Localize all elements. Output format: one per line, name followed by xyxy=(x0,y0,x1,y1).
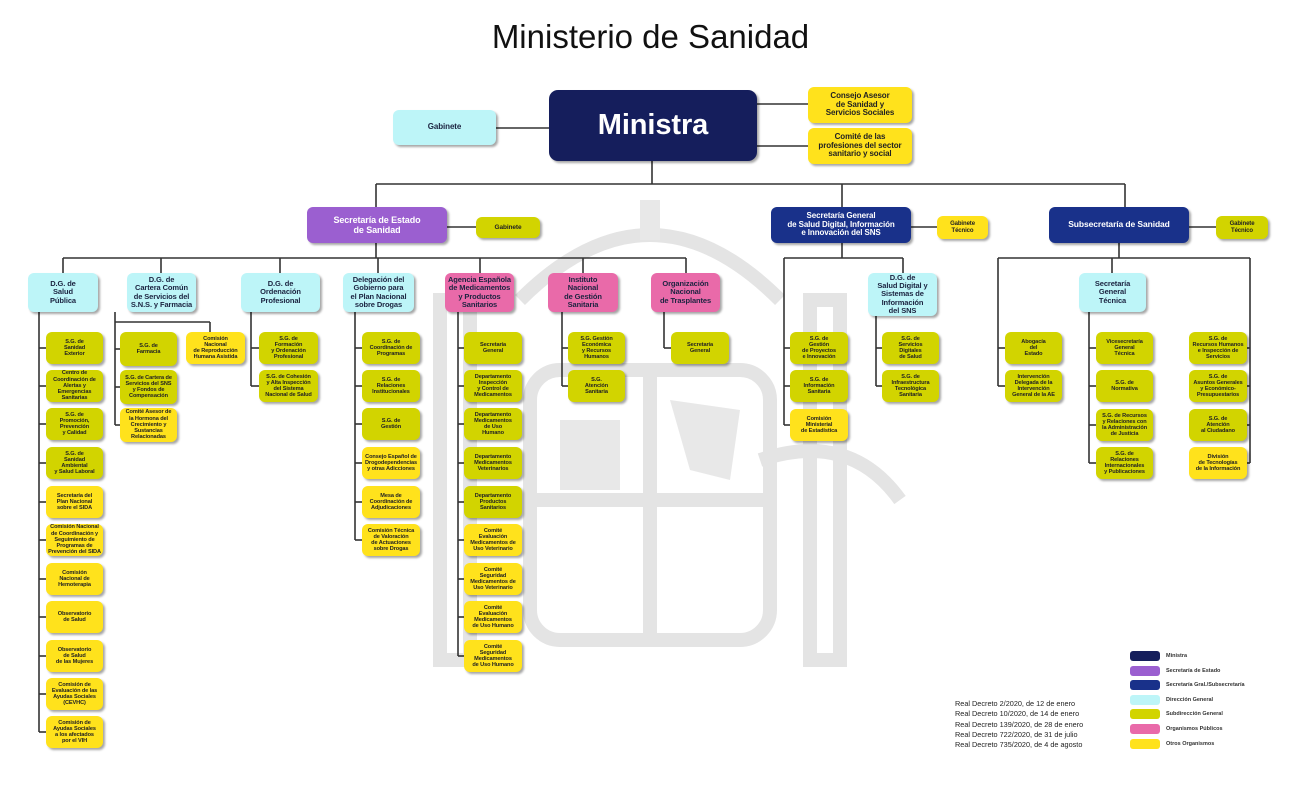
unit-box: Intervención Delegada de la Intervención… xyxy=(1005,370,1062,402)
unit-box: S.G. de Coordinación de Programas xyxy=(362,332,420,364)
unit-box: S.G. Atención Sanitaria xyxy=(568,370,625,402)
gabinete-box: Gabinete xyxy=(393,110,496,145)
unit-box: Comisión Ministerial de Estadística xyxy=(790,409,848,441)
unit-box: Departamento Medicamentos de Uso Humano xyxy=(464,408,522,440)
unit-box: Comisión Nacional de Reproducción Humana… xyxy=(186,332,245,364)
unit-box: S.G. de Cartera de Servicios del SNS y F… xyxy=(120,370,177,404)
legend-swatch xyxy=(1130,680,1160,691)
unit-box: S.G. de Gestión xyxy=(362,408,420,440)
unit-box: S.G. de Servicios Digitales de Salud xyxy=(882,332,939,364)
unit-box: Observatorio de Salud xyxy=(46,601,103,633)
unit-box: Vicesecretaría General Técnica xyxy=(1096,332,1153,364)
legend-swatch xyxy=(1130,665,1160,676)
unit-box: Comisión Técnica de Valoración de Actuac… xyxy=(362,524,420,556)
legend-label: Secretaría de Estado xyxy=(1166,667,1221,674)
unit-box: S.G. de Promoción, Prevención y Calidad xyxy=(46,408,103,440)
legend-label: Organismos Públicos xyxy=(1166,726,1223,732)
unit-box: Departamento Productos Sanitarios xyxy=(464,486,522,518)
consejo-asesor-box: Consejo Asesor de Sanidad y Servicios So… xyxy=(808,87,912,123)
secretaria-estado-box: Secretaría de Estado de Sanidad xyxy=(307,207,447,243)
direccion-general-box: Organización Nacional de Trasplantes xyxy=(651,273,720,312)
direccion-general-box: Instituto Nacional de Gestión Sanitaria xyxy=(548,273,618,312)
unit-box: S.G. Gestión Económica y Recursos Humano… xyxy=(568,332,625,364)
unit-box: S.G. de Sanidad Exterior xyxy=(46,332,103,364)
unit-box: S.G. de Formación y Ordenación Profesion… xyxy=(259,332,318,364)
secretaria-general-tecnica-box: Secretaría General Técnica xyxy=(1079,273,1146,312)
unit-box: S.G. de Cohesión y Alta Inspección del S… xyxy=(259,370,318,402)
secretaria-general-digital-box: Secretaría General de Salud Digital, Inf… xyxy=(771,207,911,243)
unit-box: S.G. de Normativa xyxy=(1096,370,1153,402)
ministra-box: Ministra xyxy=(549,90,757,161)
unit-box: Comité Asesor de la Hormona del Crecimie… xyxy=(120,408,177,442)
legend-label: Dirección General xyxy=(1166,696,1214,703)
unit-box: Observatorio de Salud de las Mujeres xyxy=(46,640,103,672)
unit-box: Mesa de Coordinación de Adjudicaciones xyxy=(362,486,420,518)
unit-box: Comisión de Evaluación de las Ayudas Soc… xyxy=(46,678,103,710)
unit-box: S.G. de Recursos y Relaciones con la Adm… xyxy=(1096,409,1153,441)
decree-item: Real Decreto 722/2020, de 31 de julio xyxy=(955,729,1078,739)
decree-item: Real Decreto 139/2020, de 28 de enero xyxy=(955,719,1084,729)
unit-box: S.G. de Gestión de Proyectos e Innovació… xyxy=(790,332,848,364)
subsecretaria-box: Subsecretaría de Sanidad xyxy=(1049,207,1189,243)
direccion-general-box: D.G. de Salud Pública xyxy=(28,273,98,312)
unit-box: Centro de Coordinación de Alertas y Emer… xyxy=(46,370,103,402)
gabinete-estado-box: Gabinete xyxy=(476,217,540,238)
unit-box: Comité Seguridad Medicamentos de Uso Vet… xyxy=(464,563,522,595)
unit-box: S.G. de Recursos Humanos e Inspección de… xyxy=(1189,332,1247,364)
gabinete-tecnico-box: Gabinete Técnico xyxy=(1216,216,1268,239)
decree-item: Real Decreto 735/2020, de 4 de agosto xyxy=(955,740,1083,750)
unit-box: S.G. de Relaciones Institucionales xyxy=(362,370,420,402)
unit-box: S.G. de Relaciones Internacionales y Pub… xyxy=(1096,447,1153,479)
direccion-general-box: Agencia Española de Medicamentos y Produ… xyxy=(445,273,514,312)
legend-swatch xyxy=(1130,694,1160,705)
unit-box: Departamento Medicamentos Veterinarios xyxy=(464,447,522,479)
unit-box: Secretaría General xyxy=(671,332,729,364)
unit-box: Consejo Español de Drogodependencias y o… xyxy=(362,447,420,479)
unit-box: S.G. de Asuntos Generales y Económico- P… xyxy=(1189,370,1247,402)
direccion-general-box: D.G. de Cartera Común de Servicios del S… xyxy=(127,273,196,312)
direccion-general-box: D.G. de Salud Digital y Sistemas de Info… xyxy=(868,273,937,316)
unit-box: Comité Evaluación Medicamentos de Uso Hu… xyxy=(464,601,522,633)
direccion-general-box: D.G. de Ordenación Profesional xyxy=(241,273,320,312)
unit-box: S.G. de Sanidad Ambiental y Salud Labora… xyxy=(46,447,103,479)
legend-label: Ministra xyxy=(1166,653,1188,659)
legend-swatch xyxy=(1130,651,1160,661)
unit-box: S.G. de Atención al Ciudadano xyxy=(1189,409,1247,441)
unit-box: Comisión Nacional de Hemoterapia xyxy=(46,563,103,595)
unit-box: S.G. de Infraestructura Tecnológica Sani… xyxy=(882,370,939,402)
legend-swatch xyxy=(1130,709,1160,720)
unit-box: División de Tecnologías de la Informació… xyxy=(1189,447,1247,479)
legend-swatch xyxy=(1130,724,1160,734)
unit-box: Abogacía del Estado xyxy=(1005,332,1062,364)
unit-box: Secretaría del Plan Nacional sobre el SI… xyxy=(46,486,103,518)
legend-label: Otros Organismos xyxy=(1166,740,1215,747)
legend-label: Subdirección General xyxy=(1166,711,1223,718)
unit-box: Departamento Inspección y Control de Med… xyxy=(464,370,522,402)
legend-label: Secretaría Gral./Subsecretaría xyxy=(1166,682,1245,689)
direccion-general-box: Delegación del Gobierno para el Plan Nac… xyxy=(343,273,414,312)
decree-item: Real Decreto 2/2020, de 12 de enero xyxy=(955,699,1076,708)
unit-box: Comisión de Ayudas Sociales a los afecta… xyxy=(46,716,103,748)
unit-box: S.G. de Información Sanitaria xyxy=(790,370,848,402)
gabinete-tecnico-box: Gabinete Técnico xyxy=(937,216,988,239)
unit-box: Comité Evaluación Medicamentos de Uso Ve… xyxy=(464,524,522,556)
decree-item: Real Decreto 10/2020, de 14 de enero xyxy=(955,709,1080,719)
page-title: Ministerio de Sanidad xyxy=(491,18,810,55)
unit-box: Secretaría General xyxy=(464,332,522,364)
legend-swatch xyxy=(1130,738,1160,749)
comite-profesiones-box: Comité de las profesiones del sector san… xyxy=(808,128,912,164)
unit-box: Comisión Nacional de Coordinación y Segu… xyxy=(46,524,103,556)
unit-box: Comité Seguridad Medicamentos de Uso Hum… xyxy=(464,640,522,672)
unit-box: S.G. de Farmacia xyxy=(120,332,177,366)
